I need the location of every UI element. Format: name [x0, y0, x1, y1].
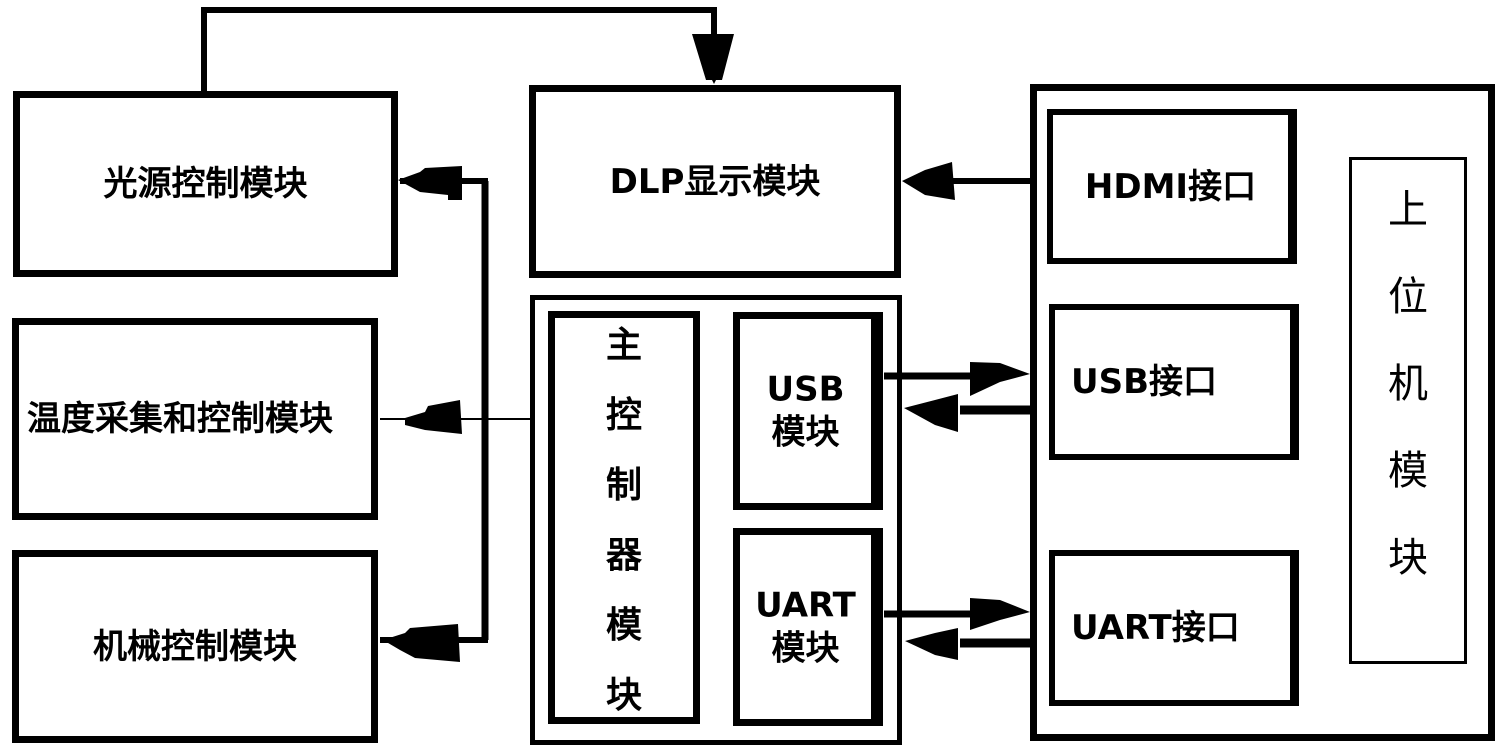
host-module-title-box: 上 位 机 模 块 [1349, 157, 1467, 664]
arrow-right-usb [970, 362, 1030, 396]
main-controller-module: 主 控 制 器 模 块 [548, 311, 700, 724]
dlp-display-module: DLP显示模块 [529, 85, 901, 278]
main-controller-char: 块 [605, 675, 642, 716]
main-controller-char: 控 [605, 395, 642, 436]
main-controller-label: 主 控 制 器 模 块 [555, 328, 693, 748]
host-module-char: 块 [1388, 535, 1428, 581]
main-controller-char: 制 [605, 465, 642, 506]
host-module-char: 上 [1388, 187, 1428, 233]
temperature-control-module: 温度采集和控制模块 [12, 318, 378, 520]
usb-module-line: 模块 [771, 412, 840, 452]
hdmi-interface: HDMI接口 [1047, 109, 1297, 264]
main-controller-char: 主 [605, 325, 642, 366]
usb-module: USB 模块 [733, 312, 883, 510]
light-source-control-label: 光源控制模块 [103, 163, 308, 204]
main-controller-char: 器 [605, 535, 642, 576]
dlp-display-label: DLP显示模块 [609, 161, 821, 202]
usb-module-line: USB [766, 369, 845, 410]
host-module-char: 位 [1388, 274, 1428, 320]
arrow-left-dlp [902, 162, 955, 200]
uart-module-line: UART [755, 585, 856, 626]
uart-interface-label: UART接口 [1071, 607, 1240, 648]
usb-interface: USB接口 [1049, 304, 1299, 460]
temperature-control-label: 温度采集和控制模块 [27, 398, 333, 439]
uart-module-line: 模块 [771, 628, 840, 668]
host-module-label: 上 位 机 模 块 [1352, 190, 1464, 625]
arrow-down-dlp [692, 34, 734, 84]
uart-module: UART 模块 [733, 528, 883, 726]
arrow-left-mech [383, 624, 460, 662]
hdmi-interface-label: HDMI接口 [1084, 166, 1257, 207]
arrow-right-uart [970, 598, 1030, 630]
arrow-left-usb [904, 394, 958, 432]
host-module-char: 模 [1388, 448, 1428, 494]
arrow-left-temp [405, 400, 462, 434]
main-controller-char: 模 [605, 605, 642, 646]
arrow-left-uart [905, 628, 958, 660]
host-module-char: 机 [1388, 361, 1428, 407]
uart-interface: UART接口 [1049, 550, 1299, 706]
arrow-left-light [398, 166, 462, 200]
mechanical-control-label: 机械控制模块 [93, 626, 297, 667]
light-source-control-module: 光源控制模块 [13, 91, 398, 277]
usb-module-label: USB 模块 [740, 369, 871, 454]
usb-interface-label: USB接口 [1071, 361, 1218, 402]
mechanical-control-module: 机械控制模块 [12, 550, 378, 743]
uart-module-label: UART 模块 [740, 585, 871, 670]
wire-light-to-dlp [201, 7, 717, 91]
